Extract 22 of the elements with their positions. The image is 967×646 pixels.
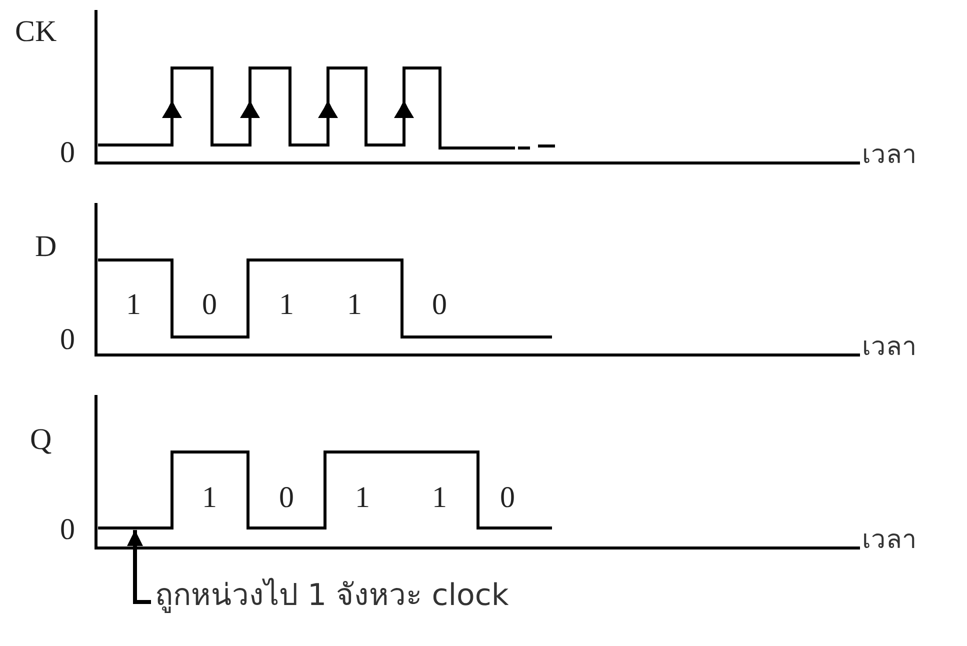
- axis-label: เวลา: [862, 527, 917, 553]
- axis-label: เวลา: [862, 334, 917, 360]
- bit-value: 0: [432, 290, 447, 320]
- level-label: 0: [60, 138, 75, 168]
- signal-label: CK: [15, 17, 57, 47]
- signal-label: D: [35, 232, 57, 262]
- bit-value: 1: [347, 290, 362, 320]
- axis-label: เวลา: [862, 142, 917, 168]
- annotation-text: ถูกหน่วงไป 1 จังหวะ clock: [155, 578, 509, 614]
- bit-value: 0: [202, 290, 217, 320]
- bit-value: 1: [355, 483, 370, 513]
- bit-value: 1: [279, 290, 294, 320]
- level-label: 0: [60, 325, 75, 355]
- bit-value: 1: [202, 483, 217, 513]
- leader-line: [127, 530, 151, 604]
- bit-value: 0: [500, 483, 515, 513]
- output-waveform: [98, 450, 552, 530]
- level-label: 0: [60, 515, 75, 545]
- bit-value: 0: [279, 483, 294, 513]
- signal-label: Q: [30, 425, 52, 455]
- bit-value: 1: [126, 290, 141, 320]
- bit-value: 1: [432, 483, 447, 513]
